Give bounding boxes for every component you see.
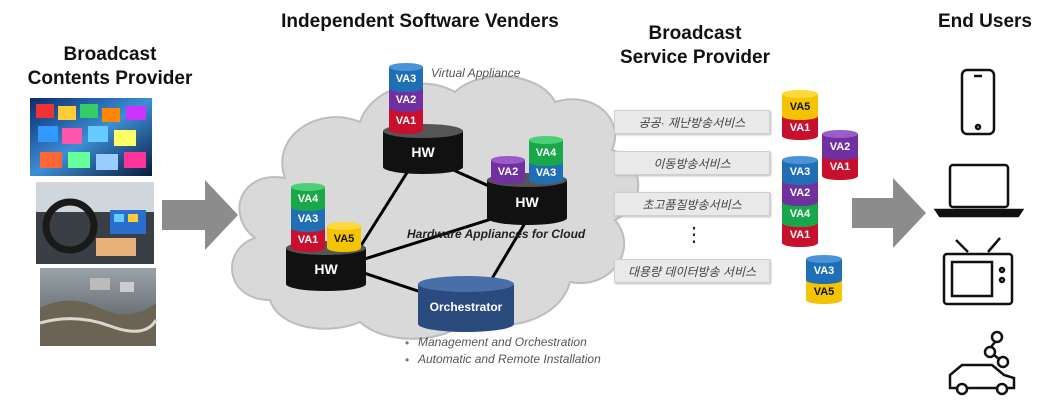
svg-text:VA5: VA5 [814,286,835,298]
svg-text:VA3: VA3 [814,265,835,277]
arrow-right-icon [852,178,926,248]
service-ellipsis: ⋮ [684,224,704,246]
svg-text:VA3: VA3 [536,167,557,179]
va-stack-top: VA1 VA2 VA3 [389,63,423,134]
sp-stack-2: VA1 VA2 [822,130,858,180]
svg-text:VA1: VA1 [790,229,811,241]
svg-text:VA1: VA1 [830,161,851,173]
hw-server-top: HW [383,124,463,174]
orchestrator-label: Orchestrator [430,300,503,314]
svg-text:VA3: VA3 [298,213,319,225]
tv-wall-photo [30,98,152,176]
svg-text:VA4: VA4 [536,147,557,159]
disaster-photo [39,268,158,346]
svg-text:VA4: VA4 [298,193,319,205]
service-provider-title: Broadcast Service Provider [620,23,770,68]
svg-text:VA5: VA5 [790,101,811,113]
sp-stack-3: VA1 VA4 VA2 VA3 [782,156,818,247]
car-dashboard-photo [36,182,154,264]
svg-text:VA1: VA1 [396,115,417,127]
va-stack-right: VA2 VA3 VA4 [491,136,563,184]
va-stack-left: VA1 VA3 VA4 VA5 [291,183,361,252]
tv-icon [942,237,1014,306]
svg-text:VA2: VA2 [830,141,851,153]
end-users-title: End Users [938,11,1032,32]
isv-title: Independent Software Venders [281,11,559,32]
svg-text:HW: HW [515,194,539,210]
contents-provider-title: Broadcast Contents Provider [27,44,193,89]
svg-text:VA1: VA1 [298,234,319,246]
svg-text:VA2: VA2 [790,187,811,199]
sp-stack-1: VA1 VA5 [782,90,818,140]
sp-stack-4: VA5 VA3 [806,255,842,304]
note-installation: Automatic and Remote Installation [418,352,601,366]
laptop-icon [933,163,1025,218]
svg-text:VA1: VA1 [790,122,811,134]
service-uhq: 초고품질방송서비스 [614,192,770,216]
service-public-disaster: 공공· 재난방송서비스 [614,110,770,134]
service-mobile: 이동방송서비스 [614,151,770,175]
svg-text:VA3: VA3 [396,73,417,85]
svg-text:VA3: VA3 [790,166,811,178]
svg-text:VA4: VA4 [790,208,811,220]
svg-text:VA2: VA2 [498,166,519,178]
svg-text:VA5: VA5 [334,233,355,245]
content-photos [30,98,158,346]
arrow-right-icon [162,180,238,250]
connected-car-icon [948,330,1016,396]
svg-text:VA2: VA2 [396,94,417,106]
note-management: Management and Orchestration [418,335,587,349]
hardware-appliances-label: Hardware Appliances for Cloud [407,227,586,241]
service-data-broadcast: 대용량 데이터방송 서비스 [614,259,770,283]
hw-label: HW [411,144,435,160]
orchestrator-node: Orchestrator [418,276,514,332]
virtual-appliance-label: Virtual Appliance [431,66,521,80]
svg-text:HW: HW [314,261,338,277]
smartphone-icon [960,68,996,136]
